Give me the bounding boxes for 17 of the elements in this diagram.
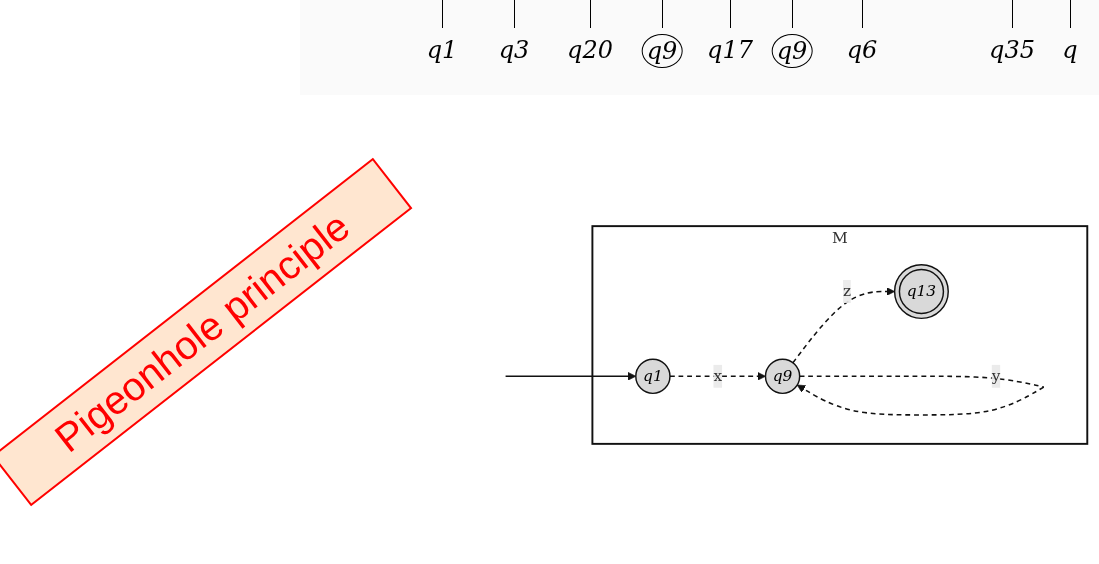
state-label: q35 xyxy=(988,35,1036,66)
arrow xyxy=(792,287,895,364)
state-label: q1 xyxy=(425,35,459,66)
state-label: q3 xyxy=(497,35,531,66)
node-circle: q1 xyxy=(635,358,671,395)
state-label: q6 xyxy=(845,35,879,66)
node-circle: q13 xyxy=(893,264,949,320)
arrow xyxy=(669,372,766,381)
edge-label: y xyxy=(991,366,1001,385)
state-label: q17 xyxy=(706,35,754,66)
arrow xyxy=(796,375,1045,416)
edge-label: z xyxy=(843,281,852,301)
edge-label: x xyxy=(713,366,723,385)
arrow xyxy=(504,372,637,381)
state-label: q xyxy=(1061,35,1079,66)
node-circle: q9 xyxy=(764,358,801,395)
state-label: q20 xyxy=(566,35,614,66)
